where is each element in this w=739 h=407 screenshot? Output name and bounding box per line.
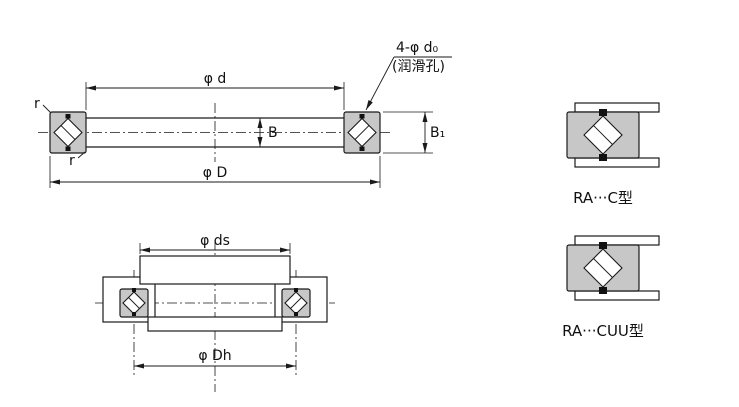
spacer-mark bbox=[294, 312, 298, 316]
ring-rail-bottom bbox=[574, 157, 660, 168]
fillet-r-top: r bbox=[34, 96, 52, 114]
spacer-mark bbox=[65, 146, 71, 151]
ring-rail-top bbox=[574, 102, 660, 113]
ds-dimension-label: φ ds bbox=[200, 233, 230, 249]
width-b-label: B bbox=[268, 125, 278, 141]
section-view: φ d φ D B B₁ 4-φ d₀ (润滑孔) bbox=[34, 40, 452, 188]
spacer-mark bbox=[132, 288, 136, 292]
type-cuu-label: RA···CUU型 bbox=[562, 322, 644, 340]
spacer-mark bbox=[599, 109, 607, 116]
type-c-view: RA···C型 bbox=[566, 102, 660, 207]
ring-rail-bottom bbox=[574, 290, 660, 301]
support-plate bbox=[147, 316, 283, 332]
bore-dimension-label: φ d bbox=[204, 71, 227, 87]
leader-line bbox=[77, 151, 86, 159]
roller-axis-line bbox=[128, 297, 140, 309]
roller-axis-line bbox=[593, 258, 613, 278]
shaft-spigot-bar bbox=[139, 255, 291, 285]
roller-axis-line bbox=[354, 125, 370, 140]
ring-section-left bbox=[49, 111, 87, 154]
type-cuu-view: RA···CUU型 bbox=[562, 235, 660, 340]
mounting-view: φ ds φ Dh bbox=[95, 233, 335, 392]
leader-arrow bbox=[365, 56, 395, 111]
dh-dimension-label: φ Dh bbox=[198, 348, 231, 364]
ring-section-right bbox=[343, 111, 381, 154]
roller-axis-line bbox=[290, 297, 302, 309]
lube-hole-note: (润滑孔) bbox=[392, 58, 445, 75]
fillet-r-label: r bbox=[69, 153, 75, 169]
spacer-mark bbox=[359, 146, 365, 151]
roller-section-left bbox=[119, 288, 149, 318]
width-b1-dimension: B₁ bbox=[383, 111, 445, 154]
spacer-mark bbox=[132, 312, 136, 316]
type-c-label: RA···C型 bbox=[573, 189, 633, 207]
roller-axis-line bbox=[593, 125, 613, 145]
lube-hole-callout: 4-φ d₀ (润滑孔) bbox=[365, 40, 452, 111]
ds-dimension: φ ds bbox=[139, 233, 291, 254]
seal-mark bbox=[599, 242, 607, 249]
od-dimension: φ D bbox=[49, 156, 381, 188]
width-b-dimension: B bbox=[257, 118, 278, 147]
spacer-mark bbox=[65, 114, 71, 119]
dh-dimension: φ Dh bbox=[134, 348, 296, 369]
roller-section-right bbox=[281, 288, 311, 318]
lube-hole-label: 4-φ d₀ bbox=[396, 40, 439, 56]
bore-dimension: φ d bbox=[85, 71, 345, 110]
leader-line bbox=[42, 104, 52, 114]
spacer-mark bbox=[294, 288, 298, 292]
fillet-r-label: r bbox=[34, 96, 40, 112]
seal-mark bbox=[599, 287, 607, 294]
spacer-mark bbox=[599, 154, 607, 161]
width-b1-label: B₁ bbox=[430, 125, 445, 141]
ring-rail-top bbox=[574, 235, 660, 246]
od-dimension-label: φ D bbox=[203, 165, 227, 181]
roller-axis-line bbox=[60, 125, 76, 140]
spacer-mark bbox=[359, 114, 365, 119]
fillet-r-bottom: r bbox=[69, 151, 86, 169]
